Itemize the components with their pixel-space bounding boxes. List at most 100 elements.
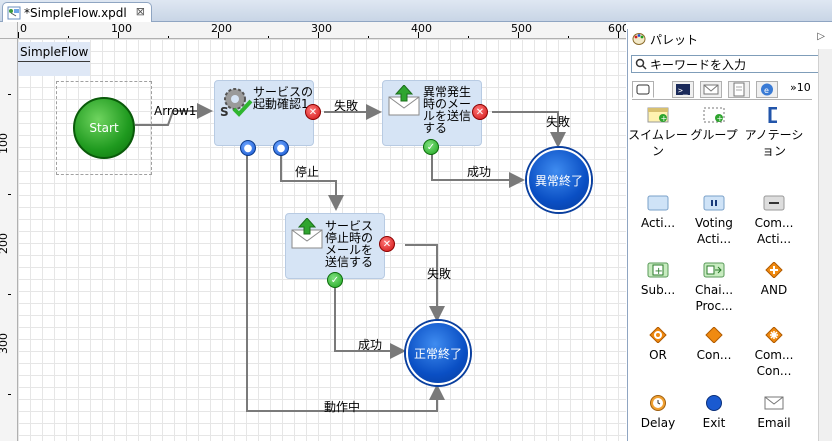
palette-title: パレット [650,32,699,47]
error-icon: ✕ [472,104,488,120]
palette-item-and[interactable]: AND [744,262,804,298]
palette-item-delay[interactable]: Delay [628,395,688,431]
palette-item-label: アノテーション [744,128,804,158]
palette-item-label: Acti... [640,216,676,230]
palette-item-label: グループ [690,128,738,142]
palette-item-label: AND [760,283,788,297]
ruler-label: 0 [20,22,27,35]
palette-item-label: Exit [702,416,726,430]
tab-general[interactable] [632,81,654,98]
service-check-task[interactable]: S サービスの起動確認1 [214,80,314,146]
svg-text:+: + [655,266,663,277]
palette-item-exit[interactable]: Exit [684,395,744,431]
editor-tabbar: *SimpleFlow.xpdl ⊠ [0,0,832,22]
success-label-1: 成功 [467,165,492,179]
voting-activity-icon [703,195,725,211]
tab-document[interactable] [728,81,750,98]
ruler-label: 200 [0,233,10,254]
close-icon[interactable]: ⊠ [135,5,145,18]
stop-mail-label: サービス停止時のメールを送信する [325,219,374,269]
mail-send-icon [291,218,323,249]
fail-connector-2 [492,111,566,148]
start-node-frame[interactable] [56,81,152,175]
palette-item-voting-activity[interactable]: Voting Acti... [684,195,744,247]
annotation-icon [768,107,777,123]
svg-text:>_: >_ [678,86,688,95]
fail-label-3: 失敗 [427,267,452,281]
palette-divider [632,99,812,100]
palette-item-label: Chai... Proc... [694,283,734,313]
subprocess-icon: + [647,262,669,278]
palette-item-complex-conditional[interactable]: Com... Con... [744,327,804,379]
palette-header: パレット ▷ [628,29,832,49]
clock-icon [650,395,666,411]
palette-item-label: Con... [696,348,732,362]
tab-console[interactable]: >_ [672,81,694,98]
stop-connector [280,151,344,211]
tab-web[interactable]: e [756,81,778,98]
palette-item-label: Com... Con... [754,348,794,378]
palette-item-label: Email [757,416,791,430]
start-node[interactable]: Start [73,97,135,159]
error-icon: ✕ [379,236,395,252]
palette-item-subprocess[interactable]: + Sub... [628,262,688,298]
fail-label-1: 失敗 [334,99,359,113]
palette-item-conditional[interactable]: Con... [684,327,744,363]
web-icon: e [761,83,773,96]
ruler-label: 300 [311,22,332,35]
palette-panel: パレット ▷ キーワードを入力 >_ e »10 + スイムレーン + [627,29,832,441]
error-icon: ✕ [305,104,321,120]
diagram-label-background [18,62,90,76]
palette-item-email[interactable]: Email [744,395,804,431]
fail-label-2: 失敗 [546,115,571,129]
success-connector-1 [431,151,525,188]
success-connector-2 [334,281,406,359]
ruler-label: 400 [411,22,432,35]
palette-item-chain-process[interactable]: Chai... Proc... [684,262,744,314]
ruler-label: 600 [608,22,626,35]
stop-mail-task[interactable]: サービス停止時のメールを送信する [285,213,385,279]
fail-mail-label: 異常発生時のメールを送信する [423,85,472,135]
ruler-label: 500 [511,22,532,35]
complex-gateway-icon [765,327,783,343]
editor-tab[interactable]: *SimpleFlow.xpdl ⊠ [2,2,152,22]
tab-mail[interactable] [700,81,722,98]
palette-item-swimlane[interactable]: + スイムレーン [628,107,688,159]
ruler-horizontal: 0 100 200 300 400 500 600 [18,22,626,39]
compound-activity-icon [763,195,785,211]
or-gateway-icon [649,327,667,343]
success-icon: ✓ [423,139,439,155]
palette-tabs: >_ e »10 [632,81,829,99]
palette-item-or[interactable]: OR [628,327,688,363]
more-tabs-button[interactable]: »10 [790,81,811,94]
collapse-icon[interactable]: ▷ [817,31,825,42]
port-icon[interactable]: ● [273,140,289,156]
palette-item-label: スイムレーン [628,128,688,158]
palette-item-label: Delay [640,416,676,430]
chain-process-icon [703,262,725,278]
palette-item-label: Voting Acti... [695,216,733,246]
abnormal-end-node[interactable]: 異常終了 [527,148,591,212]
console-icon: >_ [676,84,690,95]
mail-icon [703,84,719,95]
palette-search-input[interactable]: キーワードを入力 [631,55,828,73]
palette-item-label: OR [649,348,667,362]
svg-text:S: S [220,105,229,117]
palette-item-annotation[interactable]: アノテーション [744,107,804,159]
fail-mail-task[interactable]: 異常発生時のメールを送信する [382,80,482,146]
palette-item-group[interactable]: + グループ [684,107,744,143]
fail-connector-3 [405,244,445,322]
palette-item-compound-activity[interactable]: Com... Acti... [744,195,804,247]
palette-scrollbar[interactable] [818,49,832,441]
normal-end-node[interactable]: 正常終了 [406,321,470,385]
palette-item-activity[interactable]: Acti... [628,195,688,231]
diagram-name[interactable]: SimpleFlow [18,42,90,62]
email-icon [764,396,784,410]
palette-item-label: Sub... [640,283,676,297]
success-label-2: 成功 [358,338,383,352]
diagram-canvas[interactable]: SimpleFlow Start Arrow1 S サービスの起 [18,39,626,441]
document-icon [733,82,745,97]
gear-check-icon: S [220,88,253,117]
port-icon[interactable]: ● [240,140,256,156]
ruler-label: 200 [211,22,232,35]
